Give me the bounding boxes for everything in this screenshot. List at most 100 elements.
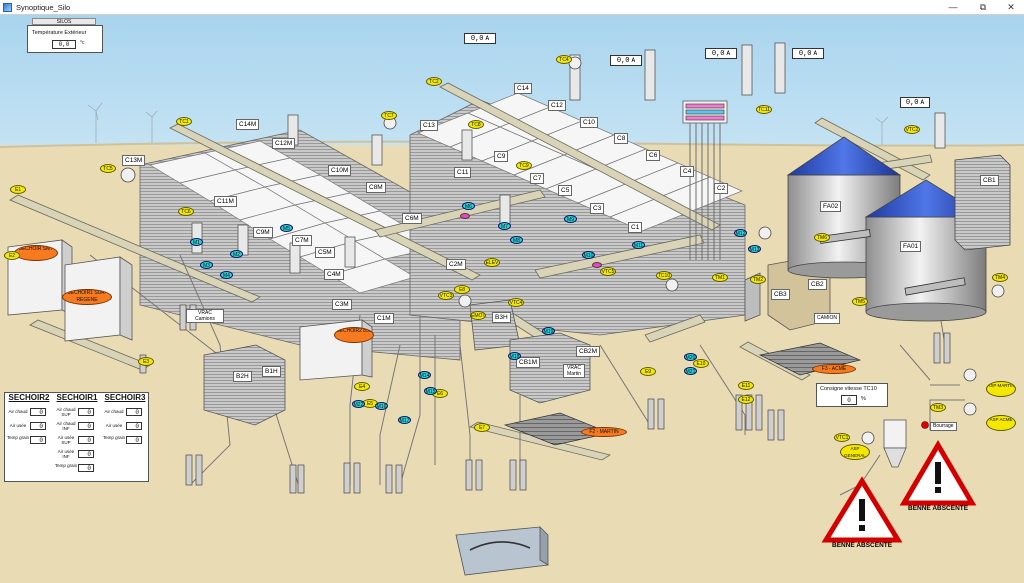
equipment-tag[interactable]: VTC5 — [600, 267, 616, 276]
asp-acme-tag[interactable]: ASP ACME — [986, 415, 1016, 431]
consigne-value[interactable]: 0 — [841, 395, 857, 405]
cell-label[interactable]: C8M — [366, 182, 386, 193]
motor-tag[interactable]: M21 — [684, 367, 697, 375]
motor-tag[interactable]: M1 — [190, 238, 203, 246]
equipment-tag[interactable]: E1 — [10, 185, 26, 194]
equipment-tag[interactable]: TC11 — [756, 105, 772, 114]
equipment-tag[interactable]: TC5 — [100, 164, 116, 173]
cell-label[interactable]: FA02 — [820, 201, 842, 212]
equipment-tag[interactable]: TC1 — [176, 117, 192, 126]
motor-tag[interactable]: M16 — [375, 402, 388, 410]
cell-label[interactable]: C12 — [548, 100, 566, 111]
cell-label[interactable]: C5M — [315, 247, 335, 258]
motor-tag[interactable]: M8 — [510, 236, 523, 244]
cell-label[interactable]: C6M — [402, 213, 422, 224]
cell-label[interactable]: C7 — [530, 173, 545, 184]
cell-label[interactable]: C11M — [214, 196, 237, 207]
motor-tag[interactable]: M3 — [200, 261, 213, 269]
motor-tag[interactable]: M17 — [398, 416, 411, 424]
cell-label[interactable]: C3 — [590, 203, 605, 214]
motor-tag[interactable]: M6 — [462, 202, 475, 210]
equipment-tag[interactable]: TM2 — [750, 275, 766, 284]
cell-label[interactable]: C11 — [454, 167, 472, 178]
close-button[interactable]: ✕ — [1007, 2, 1015, 12]
equipment-tag[interactable]: TC8 — [468, 120, 484, 129]
equipment-tag[interactable]: TM3 — [930, 403, 946, 412]
cell-label[interactable]: C6 — [646, 150, 661, 161]
cell-label[interactable]: C12M — [272, 138, 296, 149]
cell-label[interactable]: B1H — [262, 366, 281, 377]
asp-martin-tag[interactable]: ASP MARTIN — [986, 381, 1016, 397]
equipment-tag[interactable]: TC2 — [426, 77, 442, 86]
equipment-tag[interactable]: ELEV — [484, 258, 500, 267]
motor-tag[interactable]: M7 — [498, 222, 511, 230]
silos-button[interactable]: SILOS — [32, 18, 96, 25]
sechoir-regene-tag[interactable]: SECHOIR1 SUR-REGENE — [62, 289, 112, 305]
cell-label[interactable]: C3M — [332, 299, 352, 310]
motor-tag[interactable]: M20 — [684, 353, 697, 361]
motor-tag[interactable]: M10 — [582, 251, 595, 259]
equipment-tag[interactable]: TC10 — [656, 271, 672, 280]
equipment-tag[interactable]: E9 — [640, 367, 656, 376]
f2-martin-tag[interactable]: F2 - MARTIN — [581, 427, 627, 437]
cell-label[interactable]: C4 — [680, 166, 695, 177]
cell-label[interactable]: C14M — [236, 119, 260, 130]
equipment-tag[interactable]: VTC3 — [438, 291, 454, 300]
equipment-tag[interactable]: VTC1 — [834, 433, 850, 442]
cell-label[interactable]: B3H — [492, 312, 511, 323]
motor-tag[interactable]: M14 — [418, 371, 431, 379]
motor-tag[interactable]: M4 — [220, 271, 233, 279]
cell-label[interactable]: C5 — [558, 185, 573, 196]
cell-label[interactable]: CB1 — [980, 175, 999, 186]
cell-label[interactable]: CB2 — [808, 279, 827, 290]
cell-label[interactable]: C14 — [514, 83, 532, 94]
equipment-tag[interactable]: TM6 — [814, 233, 830, 242]
motor-tag[interactable]: M12 — [734, 229, 747, 237]
cell-label[interactable]: C9M — [253, 227, 273, 238]
equipment-tag[interactable]: TM1 — [712, 273, 728, 282]
equipment-tag[interactable]: VTC2 — [904, 125, 920, 134]
cell-label[interactable]: C10M — [328, 165, 352, 176]
minimize-button[interactable]: — — [948, 2, 958, 12]
equipment-tag[interactable]: TC9 — [516, 161, 532, 170]
equipment-tag[interactable]: E8 — [454, 285, 470, 294]
equipment-tag[interactable]: E3 — [138, 357, 154, 366]
equipment-tag[interactable]: E10 — [693, 359, 709, 368]
f3-acme-tag[interactable]: F3 - ACME — [812, 364, 856, 374]
sechoir-smt-tag[interactable]: SECHOIR SMT — [14, 245, 58, 261]
asp-general-tag[interactable]: ASP GENERAL — [840, 444, 870, 460]
cell-label[interactable]: C1 — [628, 222, 643, 233]
cell-label[interactable]: C13M — [122, 155, 146, 166]
motor-tag[interactable]: M19 — [542, 327, 555, 335]
cell-label[interactable]: C2 — [714, 183, 729, 194]
equipment-tag[interactable]: E2 — [4, 251, 20, 260]
cell-label[interactable]: C7M — [292, 235, 312, 246]
motor-tag[interactable]: M22 — [352, 400, 365, 408]
cell-label[interactable]: C4M — [324, 269, 344, 280]
cell-label[interactable]: C10 — [580, 117, 598, 128]
cell-label[interactable]: FA01 — [900, 241, 922, 252]
maximize-button[interactable]: ⧉ — [979, 2, 987, 12]
equipment-tag[interactable]: TM5 — [852, 297, 868, 306]
motor-tag[interactable]: M15 — [424, 387, 437, 395]
equipment-tag[interactable]: E4 — [354, 382, 370, 391]
cell-label[interactable]: C8 — [614, 133, 629, 144]
cell-label[interactable]: CB3 — [771, 289, 790, 300]
motor-tag[interactable]: M13 — [748, 245, 761, 253]
cell-label[interactable]: CB2M — [576, 346, 601, 357]
equipment-tag[interactable]: TC6 — [178, 207, 194, 216]
equipment-tag[interactable]: VTC4 — [508, 298, 524, 307]
cell-label[interactable]: CB1M — [516, 357, 541, 368]
equipment-tag[interactable]: TC4 — [556, 55, 572, 64]
cell-label[interactable]: C13 — [420, 120, 438, 131]
motor-tag[interactable]: M18 — [508, 352, 521, 360]
sechoir-850-tag[interactable]: SECHOIR2 850 — [334, 327, 374, 343]
equipment-tag[interactable]: E11 — [738, 381, 754, 390]
cell-label[interactable]: C9 — [494, 151, 509, 162]
motor-tag[interactable]: M9 — [564, 215, 577, 223]
equipment-tag[interactable]: E7 — [474, 423, 490, 432]
motor-tag[interactable]: M5 — [280, 224, 293, 232]
cell-label[interactable]: B2H — [233, 371, 252, 382]
motor-tag[interactable]: M11 — [632, 241, 645, 249]
equipment-tag[interactable]: EMOT — [470, 311, 486, 320]
